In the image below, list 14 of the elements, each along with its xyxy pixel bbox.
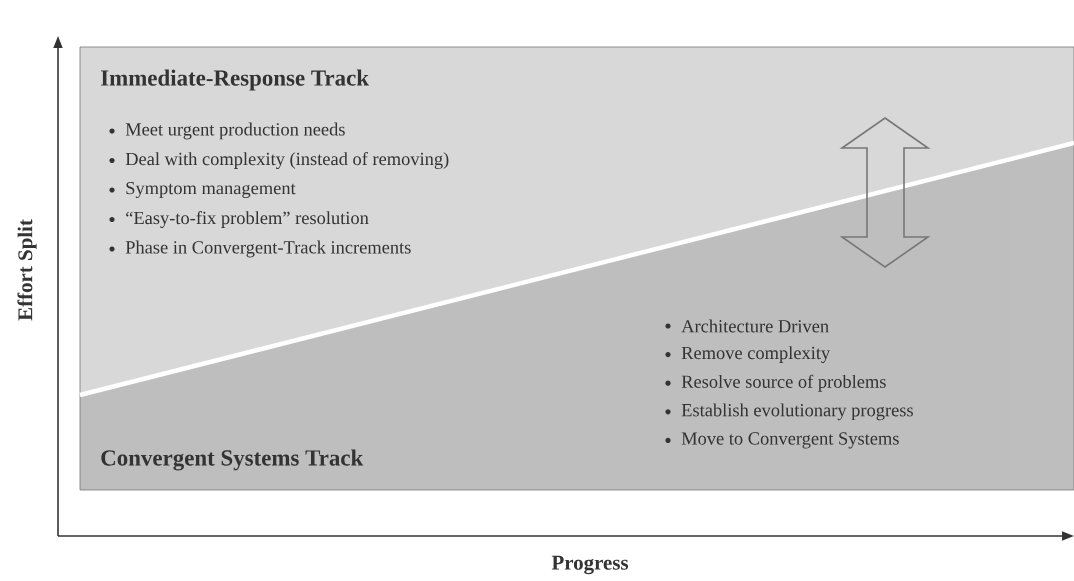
bullet-item: Move to Convergent Systems: [665, 432, 899, 449]
track-heading: Convergent Systems Track: [101, 449, 364, 471]
bullet-item: Phase in Convergent-Track increments: [109, 240, 411, 258]
bullet-item: Remove complexity: [665, 346, 831, 363]
bullet-item: Symptom management: [109, 181, 296, 199]
bullet-item: “Easy-to-fix problem” resolution: [109, 211, 369, 228]
track-heading: Immediate-Response Track: [100, 69, 369, 91]
axis-label: Effort Split: [17, 219, 37, 321]
bullet-item: Resolve source of problems: [665, 374, 886, 392]
bullet-item: Deal with complexity (instead of removing): [109, 152, 449, 169]
axis-label: Progress: [551, 555, 629, 575]
bullet-item: Meet urgent production needs: [109, 122, 345, 140]
bullet-item: Establish evolutionary progress: [665, 403, 913, 421]
bullet-item: Architecture Driven: [665, 319, 829, 333]
